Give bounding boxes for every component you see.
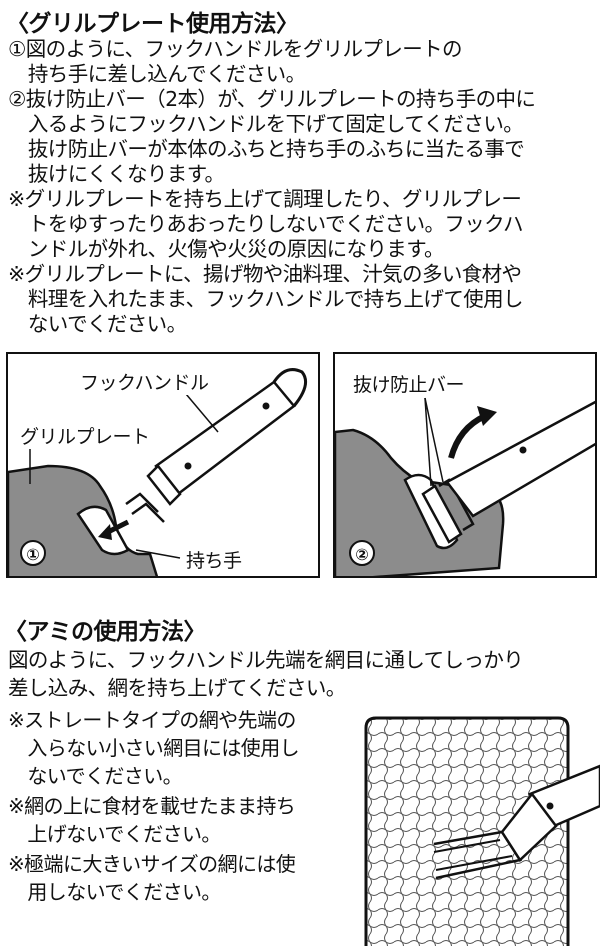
hook-handle-shape (154, 380, 296, 496)
instruction-line: トをゆすったりあおったりしないでください。フックハ (8, 212, 524, 236)
anti-slip-bar (421, 484, 463, 544)
instruction-line: ないでください。 (8, 312, 187, 336)
instruction-line: 入るようにフックハンドルを下げて固定してください。 (8, 112, 524, 136)
mesh-note-line: 上げないでください。 (8, 822, 221, 846)
figure-2-panel: 抜け防止バー ② (333, 352, 597, 578)
label-anti-slip-bar: 抜け防止バー (351, 370, 467, 397)
label-grip: 持ち手 (184, 546, 244, 573)
mesh-frame (364, 716, 570, 946)
handle-loop (272, 368, 308, 407)
rotate-arrow (448, 413, 487, 459)
mesh-intro-line: 図のように、フックハンドル先端を網目に通してしっかり (8, 648, 524, 672)
step-1-badge: ① (20, 540, 46, 566)
instruction-line: ※グリルプレートに、揚げ物や油料理、汁気の多い食材や (8, 262, 522, 286)
hook-handle-shape (445, 400, 595, 518)
mesh-note-line: ※極端に大きいサイズの網には使 (8, 852, 296, 876)
instruction-line: 料理を入れたまま、フックハンドルで持ち上げて使用し (8, 287, 524, 311)
mesh-note-line: ※網の上に食材を載せたまま持ち (8, 794, 296, 818)
instruction-line: ①図のように、フックハンドルをグリルプレートの (8, 37, 463, 61)
mesh-note-line: 入らない小さい網目には使用し (8, 736, 299, 760)
mesh-note-line: ないでください。 (8, 764, 182, 788)
label-grill-plate: グリルプレート (18, 422, 152, 449)
instruction-line: 抜けにくくなります。 (8, 162, 225, 186)
grill-plate-heading: 〈グリルプレート使用方法〉 (6, 11, 299, 37)
grip-slot (76, 505, 130, 556)
instruction-line: 持ち手に差し込んでください。 (8, 62, 306, 86)
instruction-line: 抜け防止バーが本体のふちと持ち手のふちに当たる事で (8, 137, 525, 161)
mesh-illustration (364, 716, 600, 946)
label-hook-handle: フックハンドル (78, 368, 211, 395)
mesh-note-line: ※ストレートタイプの網や先端の (8, 708, 296, 732)
instruction-line: ンドルが外れ、火傷や火災の原因になります。 (8, 237, 445, 261)
step-2-badge: ② (349, 540, 375, 566)
figure-1-panel: フックハンドル グリルプレート 持ち手 ① (6, 352, 320, 578)
instruction-line: ※グリルプレートを持ち上げて調理したり、グリルプレー (8, 187, 522, 211)
figure-2-illustration (335, 397, 595, 576)
instruction-line: ②抜け防止バー（2本）が、グリルプレートの持ち手の中に (8, 87, 536, 111)
mesh-intro-line: 差し込み、網を持ち上げてください。 (8, 676, 346, 700)
mesh-heading: 〈アミの使用方法〉 (4, 619, 207, 645)
mesh-note-line: 用しないでください。 (8, 880, 221, 904)
